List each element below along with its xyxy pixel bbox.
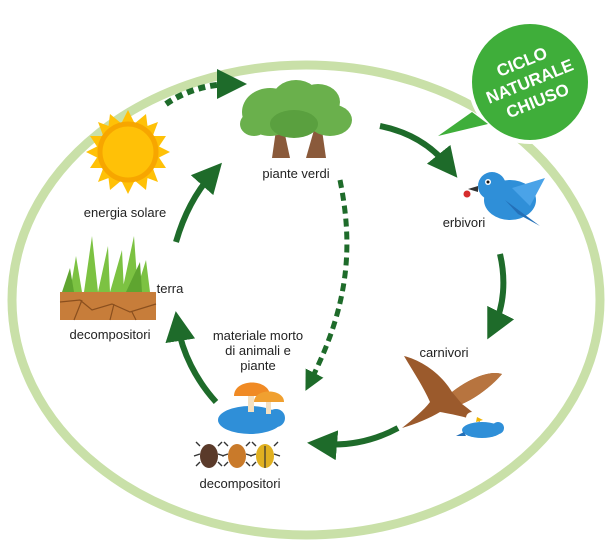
mushrooms-icon [218, 382, 285, 434]
label-herbivores: erbivori [443, 215, 486, 230]
sun-icon [86, 110, 170, 194]
beetle-icon [193, 441, 281, 468]
label-plants: piante verdi [262, 166, 329, 181]
label-soil-decomposers: decompositori [70, 327, 151, 342]
label-dead-matter-3: piante [240, 358, 275, 373]
arrow-plants-to-herbivores [379, 123, 458, 178]
arrow-herbivores-to-carnivores [487, 253, 515, 340]
label-decomposers: decompositori [200, 476, 281, 491]
arrow-plants-to-dead-matter [305, 179, 350, 391]
grass-soil-icon [59, 236, 157, 321]
label-carnivores: carnivori [419, 345, 468, 360]
label-sun: energia solare [84, 205, 166, 220]
badge: CICLO NATURALE CHIUSO [438, 20, 592, 144]
bird-icon [463, 172, 545, 226]
dead-bird-icon [456, 422, 504, 438]
eagle-icon [402, 356, 502, 428]
label-soil: terra [157, 281, 185, 296]
cycle-ring [7, 60, 605, 540]
label-dead-matter-2: di animali e [225, 343, 291, 358]
arrow-decomposers-to-soil [165, 311, 219, 405]
arrows [164, 69, 515, 461]
label-dead-matter-1: materiale morto [213, 328, 303, 343]
arrow-carnivores-to-decomposers [307, 425, 400, 461]
arrow-soil-to-plants [173, 162, 222, 243]
trees-icon [240, 80, 352, 158]
arrow-sun-to-plants [164, 69, 247, 107]
